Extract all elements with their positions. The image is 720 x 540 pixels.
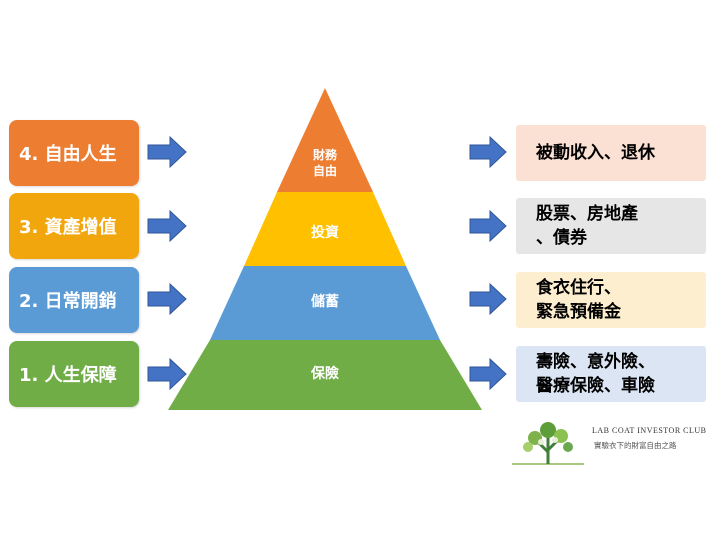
level-3-label: 3. 資產增值 [19, 217, 117, 238]
outcome-1-line2: 醫療保險、車險 [536, 376, 655, 396]
level-3-box: 3. 資產增值 [9, 193, 139, 259]
level-4-label: 4. 自由人生 [19, 144, 117, 165]
outcome-3-box: 股票、房地產 、債券 [516, 198, 706, 254]
logo-title: LAB COAT INVESTOR CLUB [592, 426, 707, 435]
level-1-box: 1. 人生保障 [9, 341, 139, 407]
pyramid-top-line2: 自由 [313, 163, 337, 178]
arrow-left-2-icon [147, 209, 187, 243]
outcome-1-line1: 壽險、意外險、 [536, 352, 655, 372]
pyramid-insurance-label: 保險 [310, 365, 339, 382]
outcome-3-line2: 、債券 [536, 228, 587, 248]
outcome-1-box: 壽險、意外險、 醫療保險、車險 [516, 346, 706, 402]
pyramid-layer-savings [210, 266, 440, 340]
arrow-right-3-icon [469, 282, 507, 316]
outcome-2-box: 食衣住行、 緊急預備金 [516, 272, 706, 328]
outcome-2-line1: 食衣住行、 [536, 278, 621, 298]
arrow-right-2-icon [469, 209, 507, 243]
arrow-left-1-icon [147, 135, 187, 169]
outcome-4-box: 被動收入、退休 [516, 125, 706, 181]
outcome-3-line1: 股票、房地產 [536, 204, 638, 224]
tree-icon [512, 422, 584, 465]
club-logo: LAB COAT INVESTOR CLUB 實驗衣下的財富自由之路 [508, 418, 708, 468]
pyramid-top-line1: 財務 [312, 147, 338, 162]
level-2-box: 2. 日常開銷 [9, 267, 139, 333]
pyramid-investment-label: 投資 [311, 224, 339, 241]
outcome-4-line1: 被動收入、退休 [536, 143, 655, 163]
arrow-left-3-icon [147, 282, 187, 316]
arrow-left-4-icon [147, 357, 187, 391]
pyramid-layer-top [277, 88, 373, 192]
outcome-2-line2: 緊急預備金 [536, 302, 621, 322]
level-2-label: 2. 日常開銷 [19, 291, 117, 312]
pyramid-savings-label: 儲蓄 [310, 293, 339, 310]
pyramid-layer-investment [244, 192, 406, 266]
logo-tagline: 實驗衣下的財富自由之路 [594, 441, 677, 450]
level-1-label: 1. 人生保障 [19, 365, 117, 386]
level-4-box: 4. 自由人生 [9, 120, 139, 186]
arrow-right-4-icon [469, 357, 507, 391]
pyramid-layer-insurance [168, 340, 482, 410]
arrow-right-1-icon [469, 135, 507, 169]
